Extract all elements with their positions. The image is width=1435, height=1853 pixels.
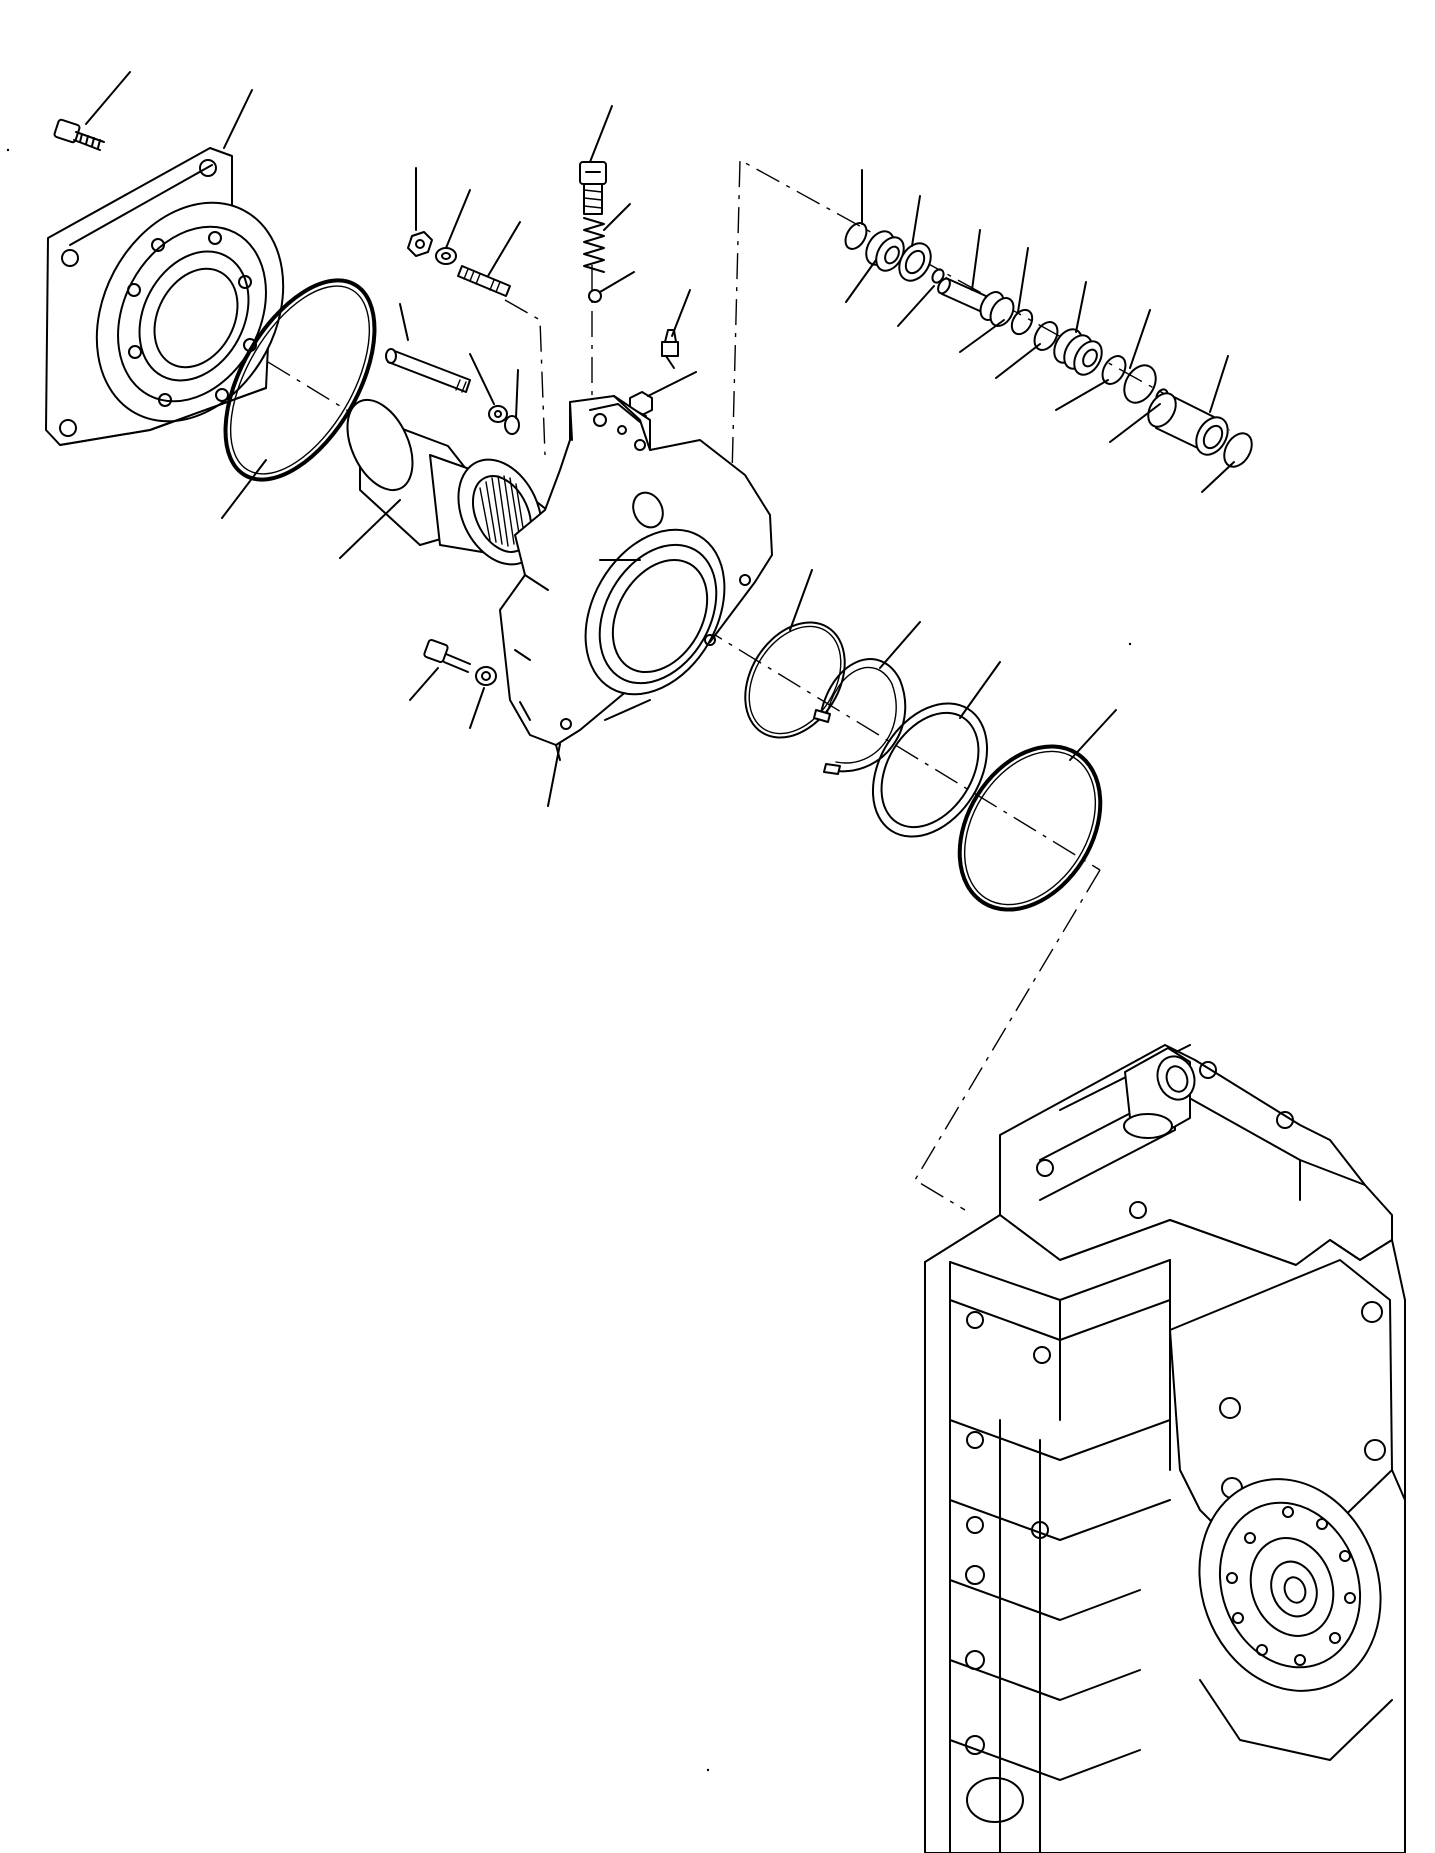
- stud: [458, 266, 510, 296]
- housing-bolt: [424, 639, 470, 672]
- cover-bolt: [54, 119, 104, 150]
- valve-o-ring-4: [1098, 352, 1130, 388]
- bearing-cover: [46, 148, 320, 454]
- valve-seat: [861, 226, 910, 275]
- pin-snap-ring: [505, 416, 519, 434]
- valve-piston: [1049, 324, 1108, 379]
- valve-spool: [936, 277, 1018, 330]
- valve-sleeve: [1143, 388, 1235, 460]
- grease-fitting: [662, 330, 678, 368]
- transmission-housing: [925, 1045, 1410, 1853]
- housing-washer: [476, 667, 496, 685]
- valve-stack: [841, 219, 1257, 471]
- valve-small-ring: [930, 267, 946, 284]
- valve-ring: [893, 238, 937, 287]
- valve-axis-line: [730, 160, 1230, 555]
- leader-lines: [86, 72, 1234, 806]
- scan-dots: [6, 148, 1132, 1772]
- valve-o-ring-5: [1118, 360, 1162, 409]
- cover-bolt-holes: [128, 232, 256, 406]
- valve-spring: [584, 218, 604, 272]
- thrust-washer: [849, 682, 1010, 857]
- assembly-axes: [150, 160, 1230, 1210]
- pin-washer: [489, 406, 507, 422]
- valve-o-ring-2: [1008, 306, 1037, 338]
- bearing-needles: [480, 476, 524, 546]
- stud-axis-line: [505, 300, 545, 455]
- pin-shaft: [386, 349, 470, 392]
- cover-o-ring: [195, 256, 405, 505]
- check-ball: [589, 290, 601, 302]
- snap-ring-2: [814, 659, 905, 774]
- pump-housing: [500, 396, 772, 760]
- valve-o-ring-3: [1030, 318, 1062, 354]
- snap-ring-1: [725, 604, 865, 756]
- nut: [408, 232, 432, 256]
- flange-bolt-holes: [1227, 1507, 1355, 1665]
- lock-washer: [436, 248, 456, 264]
- plug-bolt: [580, 162, 606, 214]
